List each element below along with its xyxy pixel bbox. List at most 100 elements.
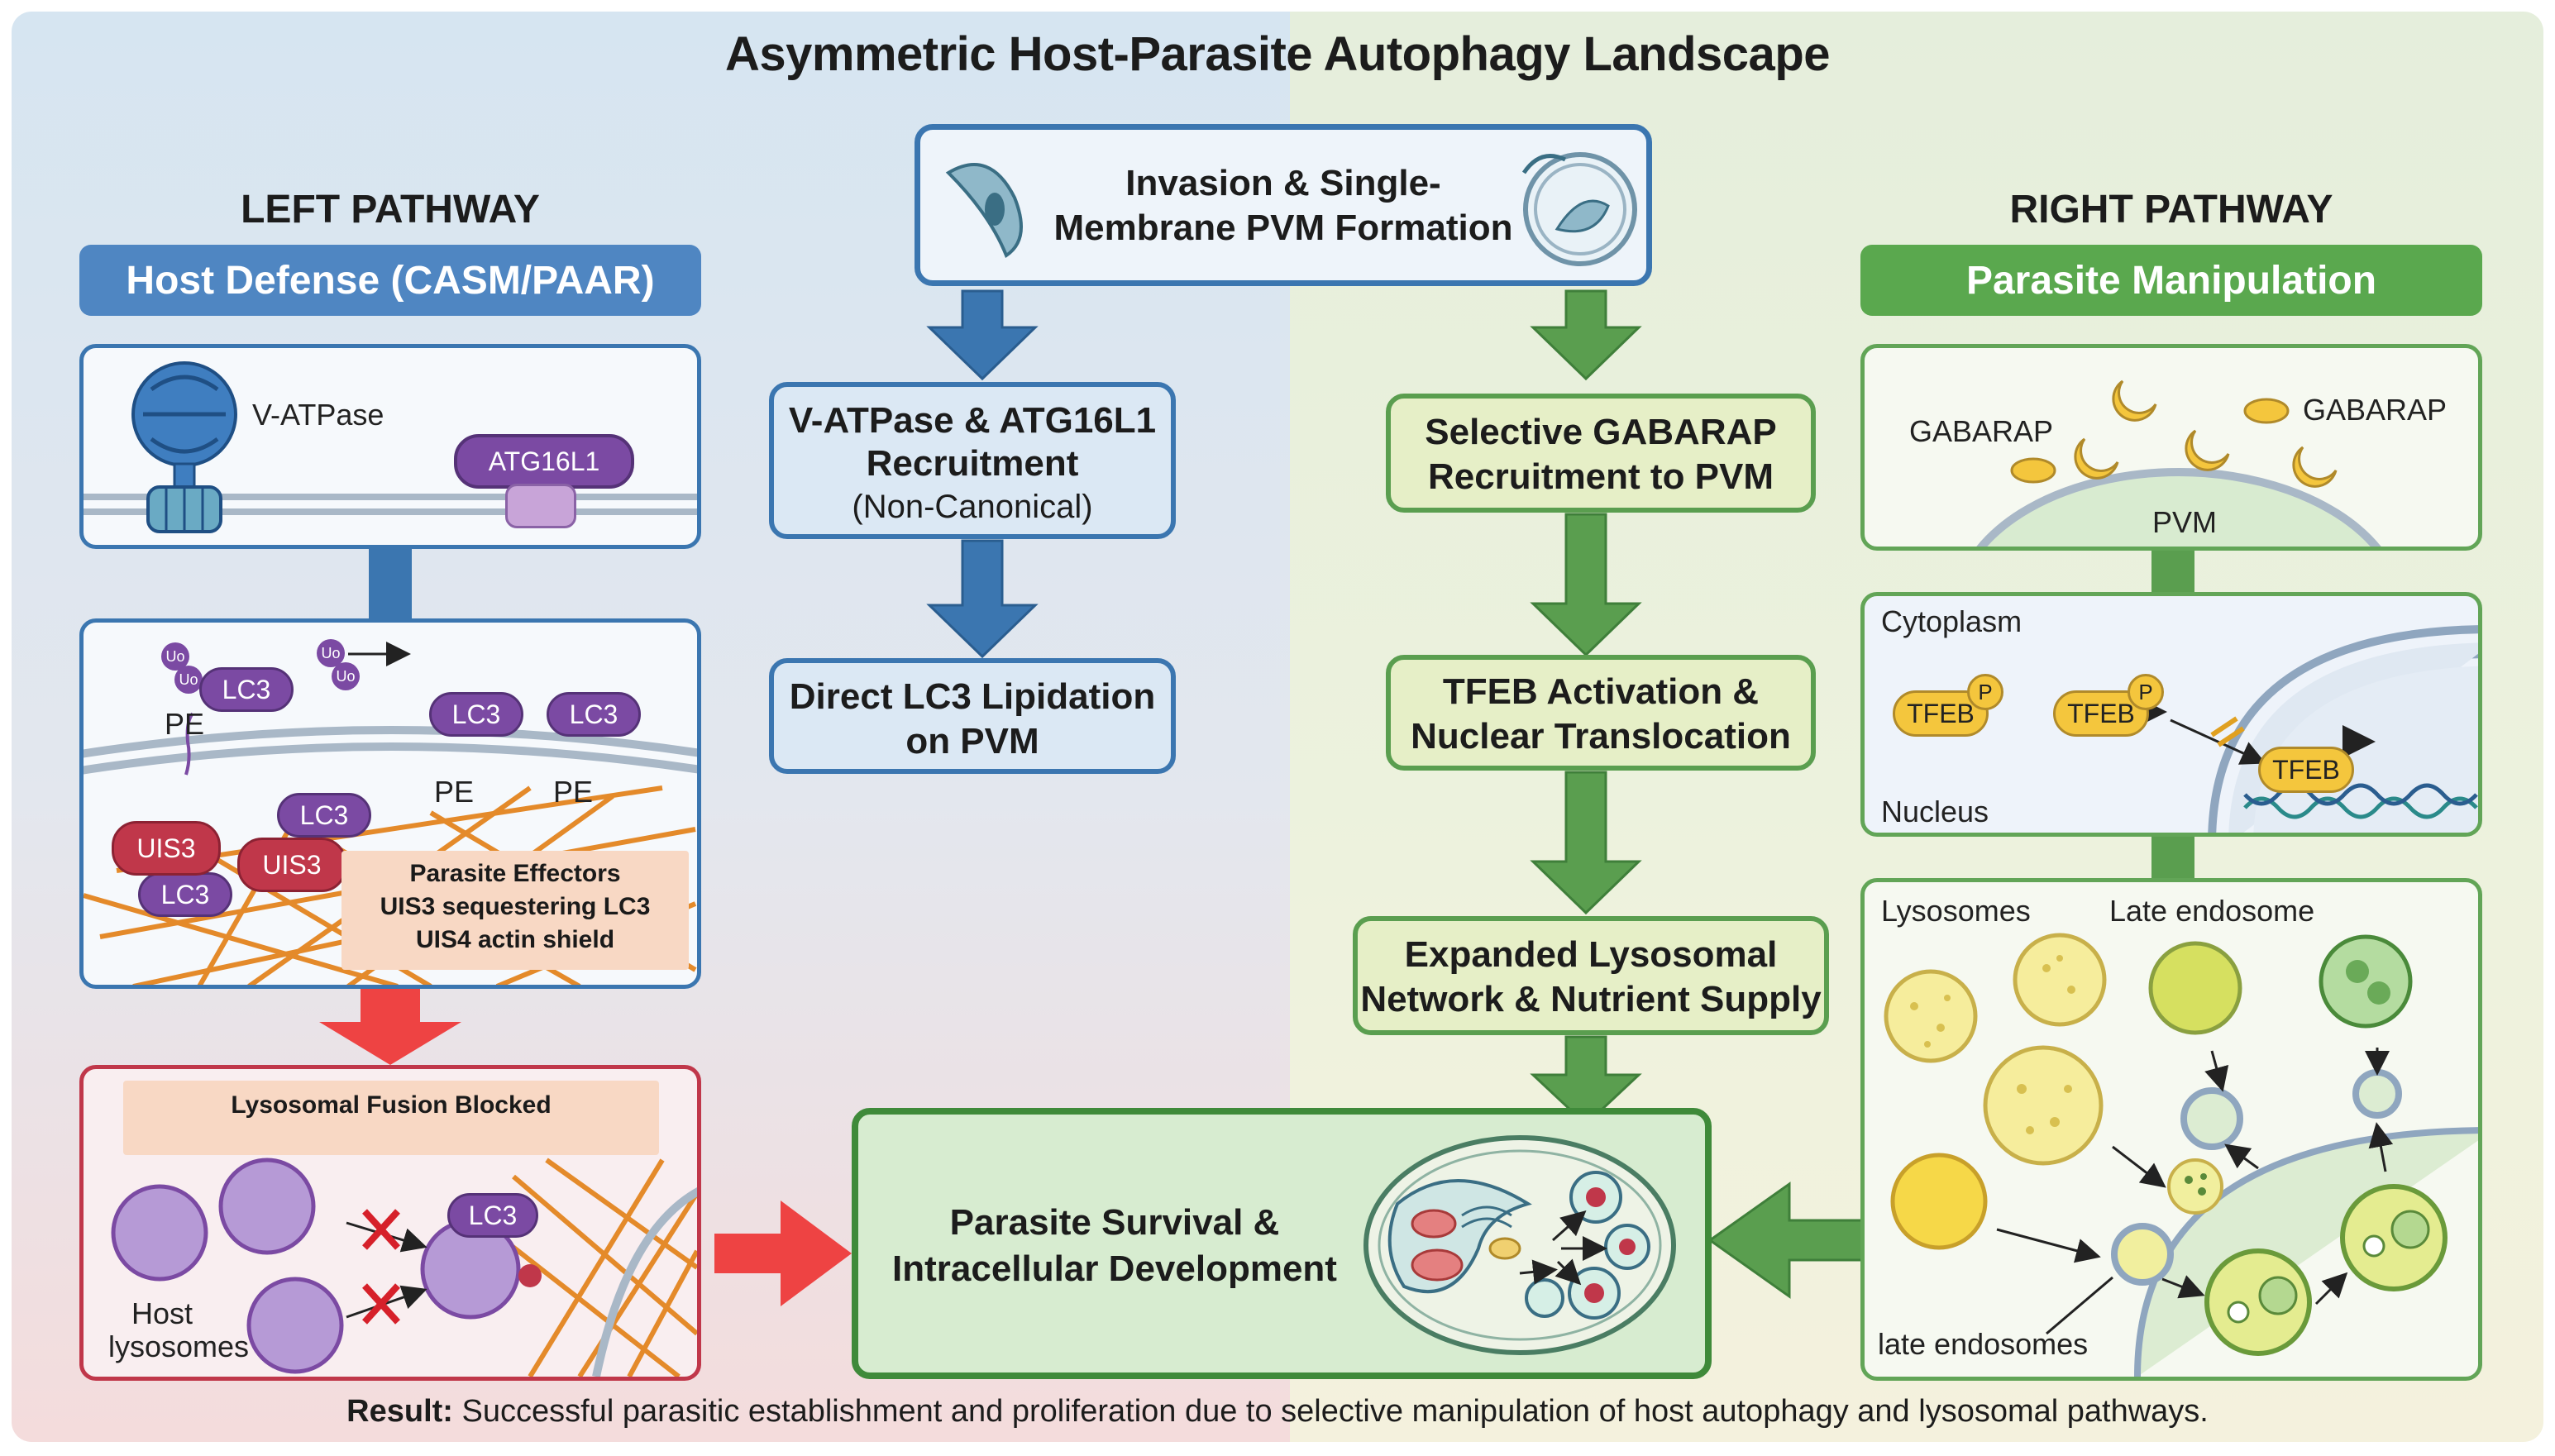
right-pathway-banner-text: Parasite Manipulation — [1965, 258, 2377, 303]
pe-label: PE — [553, 775, 594, 809]
v-atpase-icon — [131, 361, 237, 533]
cytoplasm-label: Cytoplasm — [1881, 604, 2023, 638]
late-endosomes-label: late endosomes — [1878, 1327, 2089, 1361]
left-pathway-banner: Host Defense (CASM/PAAR) — [79, 245, 701, 316]
recruitment-line1: V-ATPase & ATG16L1 — [788, 400, 1157, 441]
green-arrow-2 — [1530, 513, 1642, 657]
host-lysosomes-line1: Host — [131, 1296, 193, 1330]
right-panel-gabarap: GABARAP GABARAP PVM — [1860, 344, 2482, 551]
gabarap-molecules — [2010, 380, 2338, 488]
atg16l1-anchor — [505, 484, 576, 528]
survival-line2: Intracellular Development — [892, 1248, 1337, 1289]
phospho-badge: P — [2128, 674, 2164, 710]
uo-label: Uo — [321, 644, 341, 661]
fusion-blocked-header: Lysosomal Fusion Blocked — [123, 1081, 659, 1155]
uo-bead: Uo — [332, 662, 360, 690]
gabarap-line2: Recruitment to PVM — [1427, 456, 1774, 497]
pe-label: PE — [434, 775, 475, 809]
phospho-label: P — [2138, 679, 2153, 704]
phospho-badge: P — [1967, 674, 2003, 710]
lc3-pill: LC3 — [447, 1193, 538, 1238]
right-panel-lysosomes: Lysosomes Late endosome late endosomes — [1860, 878, 2482, 1381]
result-text: Successful parasitic establishment and p… — [461, 1394, 2209, 1429]
tfeb-pill: TFEB — [1893, 690, 1989, 737]
recruitment-line2: Recruitment — [866, 443, 1079, 484]
lysosomes — [1884, 933, 2242, 1250]
block-marks — [362, 1209, 400, 1325]
left-connector-1 — [369, 549, 412, 618]
tfeb-line1: TFEB Activation & — [1442, 671, 1760, 712]
atg16l1-pill: ATG16L1 — [454, 434, 634, 489]
right-panel-tfeb: Cytoplasm Nucleus TFEB P TFEB P TFEB — [1860, 592, 2482, 837]
phospho-label: P — [1978, 679, 1993, 704]
parasite-effectors-box: Parasite Effectors UIS3 sequestering LC3… — [341, 851, 689, 970]
lipidation-line2: on PVM — [905, 721, 1039, 761]
uo-bead: Uo — [174, 666, 203, 694]
lc3-label: LC3 — [451, 699, 501, 729]
uo-label: Uo — [165, 647, 185, 665]
blue-arrow-1 — [926, 289, 1039, 381]
lysosomal-network-line1: Expanded Lysosomal — [1404, 934, 1778, 975]
lc3-pill: LC3 — [277, 793, 371, 838]
lc3-pill: LC3 — [199, 667, 294, 712]
tfeb-label: TFEB — [2272, 754, 2340, 785]
host-lysosomes — [111, 1158, 521, 1374]
lysosome-illustration — [111, 1158, 697, 1377]
gabarap-illustration — [1976, 380, 2381, 547]
lc3-label: LC3 — [222, 674, 271, 704]
red-down-arrow — [319, 989, 461, 1065]
lc3-label: LC3 — [468, 1200, 518, 1230]
tfeb-pill: TFEB — [2053, 690, 2149, 737]
left-panel-lc3: Uo Uo Uo Uo LC3 LC3 LC3 LC3 LC3 PE PE PE… — [79, 618, 701, 989]
green-left-arrow — [1707, 1182, 1864, 1299]
red-right-arrow — [714, 1201, 852, 1306]
diagram-title: Asymmetric Host-Parasite Autophagy Lands… — [724, 27, 1831, 81]
left-pathway-heading: LEFT PATHWAY — [241, 188, 540, 232]
lc3-label: LC3 — [299, 800, 349, 830]
recruitment-line3: (Non-Canonical) — [852, 489, 1093, 525]
tfeb-activation-box: TFEB Activation & Nuclear Translocation — [1386, 655, 1816, 771]
tfeb-label: TFEB — [1907, 698, 1975, 728]
gabarap-line1: Selective GABARAP — [1425, 412, 1777, 452]
blue-arrow-2 — [926, 539, 1039, 659]
uis3-label: UIS3 — [136, 833, 196, 863]
parasite-survival-box: Parasite Survival & Intracellular Develo… — [852, 1108, 1712, 1379]
host-lysosomes-line2: lysosomes — [108, 1329, 250, 1363]
invasion-pvm-box: Invasion & Single- Membrane PVM Formatio… — [915, 124, 1652, 286]
lipidation-line1: Direct LC3 Lipidation — [789, 676, 1156, 717]
pvm-label: PVM — [2152, 505, 2218, 539]
lc3-pill: LC3 — [138, 872, 232, 917]
lysosome-network-illustration — [1884, 933, 2478, 1377]
lysosomes-label: Lysosomes — [1881, 894, 2031, 928]
lc3-label: LC3 — [569, 699, 618, 729]
sporozoite-icon — [945, 163, 1023, 259]
green-arrow-1 — [1530, 289, 1642, 381]
invasion-line1: Invasion & Single- — [1125, 163, 1441, 203]
right-connector-2 — [2151, 833, 2194, 885]
atg16l1-label: ATG16L1 — [488, 446, 600, 476]
gabarap-right-label: GABARAP — [2303, 393, 2448, 427]
expanded-lysosomal-network-box: Expanded Lysosomal Network & Nutrient Su… — [1353, 916, 1829, 1035]
green-arrow-4 — [1530, 1035, 1642, 1127]
pe-label: PE — [165, 707, 205, 741]
left-pathway-banner-text: Host Defense (CASM/PAAR) — [126, 258, 655, 303]
host-lysosomes-label: Host lysosomes — [108, 1296, 250, 1363]
parasitophorous-vacuole-illustration — [1363, 1135, 1676, 1355]
left-panel-vatpase: V-ATPase ATG16L1 — [79, 344, 701, 549]
right-pathway-banner: Parasite Manipulation — [1860, 245, 2482, 316]
uo-label: Uo — [179, 671, 198, 688]
uo-label: Uo — [336, 667, 356, 685]
nucleus-label: Nucleus — [1881, 795, 1989, 828]
result-caption: Result: Successful parasitic establishme… — [0, 1394, 2555, 1430]
vatpase-atg16l1-recruitment-box: V-ATPase & ATG16L1 Recruitment (Non-Cano… — [769, 382, 1176, 539]
survival-line1: Parasite Survival & — [949, 1202, 1280, 1243]
green-arrow-3 — [1530, 771, 1642, 915]
result-label: Result: — [346, 1394, 453, 1429]
effector-uis3: UIS3 sequestering LC3 — [380, 893, 651, 920]
direct-lc3-lipidation-box: Direct LC3 Lipidation on PVM — [769, 658, 1176, 774]
lc3-pill: LC3 — [547, 692, 641, 737]
effector-title: Parasite Effectors — [409, 860, 621, 887]
fusion-blocked-label: Lysosomal Fusion Blocked — [231, 1091, 552, 1119]
